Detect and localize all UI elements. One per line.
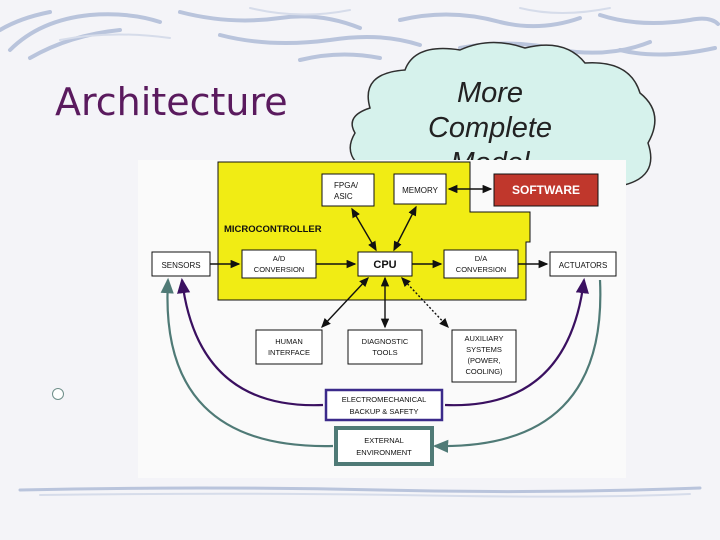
aux-label-4: COOLING) <box>465 367 503 376</box>
microcontroller-label: MICROCONTROLLER <box>224 224 322 235</box>
fpga-label-1: FPGA/ <box>334 181 359 190</box>
cpu-box <box>357 251 413 277</box>
electro-label-1: ELECTROMECHANICAL <box>342 395 427 404</box>
architecture-diagram: MICROCONTROLLER SOFTWARE FPGA/ ASIC MEMO… <box>138 160 626 478</box>
environment-arrows <box>160 277 602 453</box>
ext-label-1: EXTERNAL <box>364 436 404 445</box>
aux-label-3: (POWER, <box>468 356 501 365</box>
electromechanical-arrows <box>177 277 589 407</box>
footer-decoration <box>18 486 702 498</box>
aux-label-2: SYSTEMS <box>466 345 502 354</box>
ad-label-1: A/D <box>273 254 286 263</box>
human-label-2: INTERFACE <box>268 348 310 357</box>
da-conversion-box <box>443 249 519 279</box>
da-label-2: CONVERSION <box>456 265 506 274</box>
da-label-1: D/A <box>475 254 488 263</box>
actuators-label: ACTUATORS <box>559 261 608 270</box>
human-label-1: HUMAN <box>275 337 303 346</box>
fpga-label-2: ASIC <box>334 192 353 201</box>
fpga-asic-box <box>321 173 375 207</box>
connection-arrows <box>210 184 549 329</box>
cloud-line-2: Complete <box>427 112 553 144</box>
diagnostic-tools-box <box>347 329 423 365</box>
memory-box <box>393 173 447 205</box>
software-label: SOFTWARE <box>512 183 580 197</box>
aux-label-1: AUXILIARY <box>464 334 503 343</box>
actuators-box <box>549 251 617 277</box>
diag-label-2: TOOLS <box>372 348 397 357</box>
human-interface-box <box>255 329 323 365</box>
sensors-label: SENSORS <box>161 261 200 270</box>
electromechanical-box <box>324 388 444 422</box>
slide-title: Architecture <box>55 80 288 124</box>
cloud-line-1: More <box>456 77 524 109</box>
electro-label-2: BACKUP & SAFETY <box>349 407 418 416</box>
external-environment-box <box>334 426 434 466</box>
bullet-point <box>52 388 64 400</box>
sensors-box <box>151 251 211 277</box>
ext-label-2: ENVIRONMENT <box>356 448 412 457</box>
ad-label-2: CONVERSION <box>254 265 304 274</box>
diag-label-1: DIAGNOSTIC <box>362 337 409 346</box>
diagram-svg: MICROCONTROLLER SOFTWARE FPGA/ ASIC MEMO… <box>151 161 617 466</box>
ad-conversion-box <box>241 249 317 279</box>
auxiliary-systems-box <box>451 329 517 383</box>
software-box <box>493 173 599 207</box>
memory-label: MEMORY <box>402 186 439 195</box>
cpu-label: CPU <box>373 259 396 271</box>
